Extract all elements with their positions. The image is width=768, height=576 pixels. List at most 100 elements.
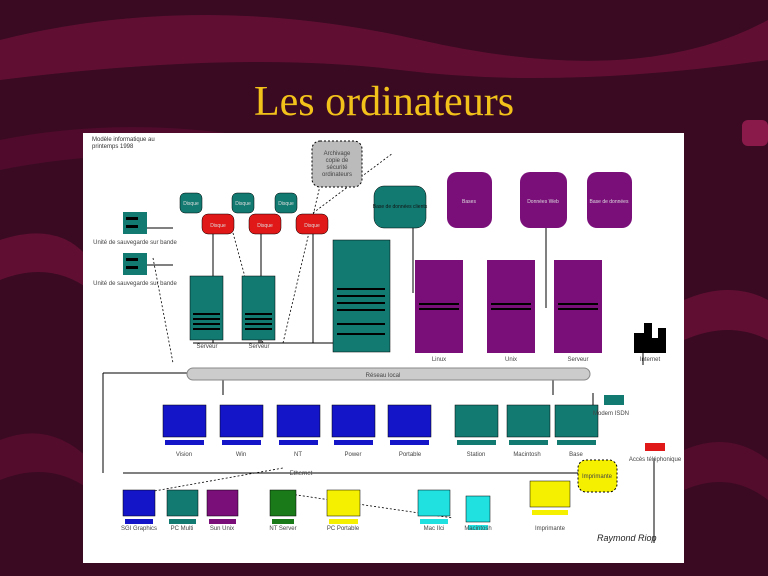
computer-monitor-icon (417, 489, 451, 517)
bus-label: Réseau local (366, 373, 401, 379)
keyboard-icon (279, 440, 318, 445)
computer-monitor-icon (206, 489, 239, 517)
purple-database-icon (587, 172, 632, 228)
database-label: Bases (462, 199, 476, 205)
modem-icon (604, 395, 624, 405)
pc-label: Macintosh (464, 526, 491, 532)
keyboard-icon (390, 440, 429, 445)
keyboard-icon (334, 440, 373, 445)
keyboard-icon (272, 519, 294, 524)
server-label: Serveur (567, 357, 588, 363)
network-bus (186, 367, 591, 381)
archive-label: sécurité (326, 165, 348, 171)
blue-workstations (162, 404, 599, 445)
computer-monitor-icon (529, 480, 571, 508)
database-label: Données Web (527, 199, 559, 205)
pc-label: Power (344, 452, 361, 458)
keyboard-icon (557, 440, 596, 445)
bottom-workstations (122, 480, 571, 530)
purple-server-icon (415, 260, 463, 353)
server-icon (189, 275, 224, 341)
keyboard-icon (329, 519, 358, 524)
author-signature: Raymond Riop (597, 533, 657, 543)
archive-label: Archivage (324, 151, 351, 157)
backup-label: Unité de sauvegarde sur bande (93, 240, 177, 246)
disk-label: Disque (183, 201, 199, 207)
pc-label: PC Portable (327, 526, 360, 532)
computer-monitor-icon (276, 404, 321, 438)
server-label: Serveur (248, 344, 269, 350)
printer-disk-icon (577, 459, 618, 493)
disk-label: Disque (257, 223, 273, 229)
ethernet-label: Ethernet (290, 471, 313, 477)
pc-label: NT (294, 452, 302, 458)
server-label: Unix (505, 357, 517, 363)
computer-monitor-icon (122, 489, 156, 517)
computer-monitor-icon (554, 404, 599, 438)
computer-monitor-icon (454, 404, 499, 438)
mainframe-icon (332, 239, 391, 353)
computer-monitor-icon (269, 489, 297, 517)
keyboard-icon (165, 440, 204, 445)
pc-label: PC Multi (171, 526, 194, 532)
keyboard-icon (509, 440, 548, 445)
archive-label: copie de (326, 158, 349, 164)
purple-server-icon (487, 260, 535, 353)
database-label: Base de données (590, 199, 629, 205)
modem-label: Modem ISDN (593, 411, 629, 417)
keyboard-icon (468, 525, 488, 530)
slide-title: Les ordinateurs (253, 79, 515, 125)
backup-label: Unité de sauvegarde sur bande (93, 281, 177, 287)
disk-label: Disque (235, 201, 251, 207)
phone-label: Accès téléphonique (629, 457, 682, 463)
pc-label: Win (236, 452, 246, 458)
disk-label: Disque (304, 223, 320, 229)
computer-monitor-icon (465, 495, 491, 523)
red-disk-icon (295, 213, 329, 235)
archive-cylinder: Archivage copie de sécurité ordinateurs (311, 140, 363, 188)
computer-monitor-icon (162, 404, 207, 438)
keyboard-icon (209, 519, 236, 524)
tape-backup-icon (123, 253, 147, 275)
archive-label: ordinateurs (322, 172, 352, 178)
computer-monitor-icon (387, 404, 432, 438)
computer-monitor-icon (219, 404, 264, 438)
computer-monitor-icon (326, 489, 361, 517)
keyboard-icon (420, 519, 448, 524)
header-line: Modèle informatique au (92, 137, 155, 143)
database-label: Base de données clients (373, 204, 428, 210)
disk-icon (274, 192, 298, 214)
tape-backup-icon (123, 212, 147, 234)
computer-monitor-icon (506, 404, 551, 438)
server-icon (241, 275, 276, 341)
database-icon (373, 185, 427, 229)
purple-server-icon (554, 260, 602, 353)
pc-label: Portable (399, 452, 422, 458)
internet-city-icon (634, 323, 666, 353)
red-disk-icon (248, 213, 282, 235)
phone-access-icon (645, 443, 665, 451)
pc-label: Base (569, 452, 583, 458)
disk-icon (179, 192, 203, 214)
server-label: Serveur (196, 344, 217, 350)
computer-monitor-icon (166, 489, 199, 517)
purple-database-icon (520, 172, 567, 228)
keyboard-icon (457, 440, 496, 445)
pc-label: Sun Unix (210, 526, 234, 532)
disk-label: Disque (278, 201, 294, 207)
pc-label: NT Server (269, 526, 296, 532)
purple-database-icon (447, 172, 492, 228)
printer-disk-label: Imprimante (582, 474, 613, 480)
pc-label: Station (467, 452, 486, 458)
side-tab (742, 120, 768, 146)
diagram-canvas: Archivage copie de sécurité ordinateurs … (93, 140, 682, 543)
pc-label: SGI Graphics (121, 526, 157, 532)
pc-label: Imprimante (535, 526, 566, 532)
pc-label: Vision (176, 452, 192, 458)
keyboard-icon (222, 440, 261, 445)
header-line: printemps 1998 (92, 144, 134, 150)
pc-label: Macintosh (513, 452, 540, 458)
pc-label: Mac IIci (424, 526, 445, 532)
